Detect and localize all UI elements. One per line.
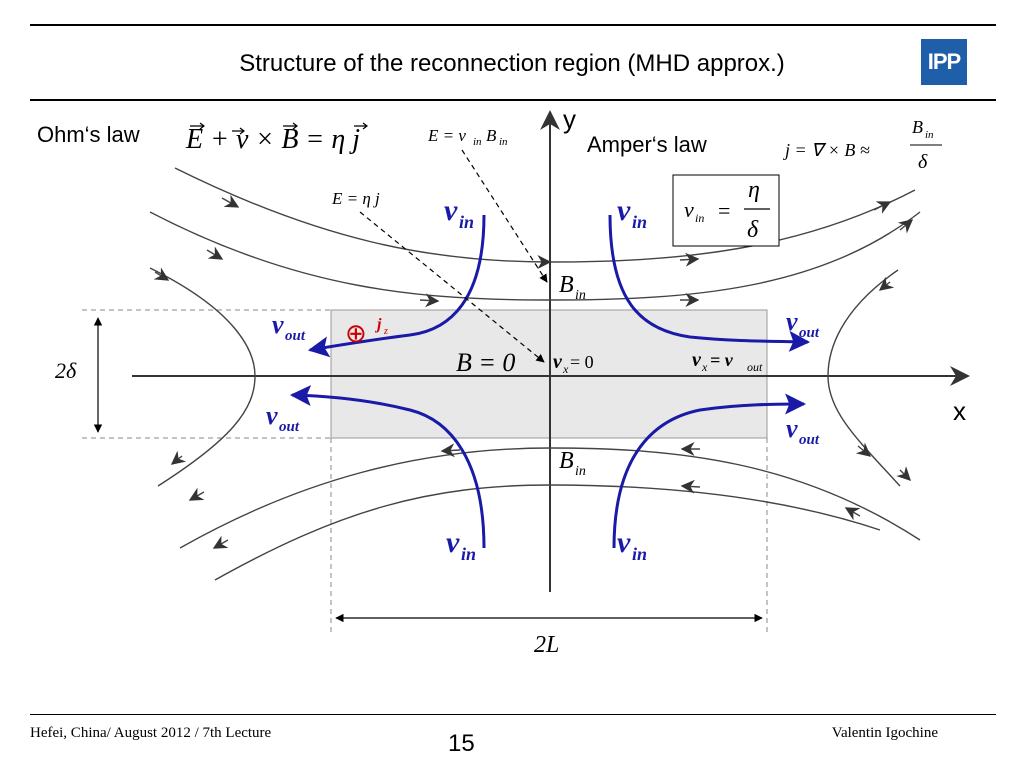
field-lines — [149, 167, 921, 581]
svg-text:=: = — [718, 198, 730, 223]
footer-author: Valentin Igochine — [831, 725, 938, 741]
svg-text:x: x — [701, 360, 708, 374]
current-jz-marker: ⊕ j z — [345, 316, 388, 348]
svg-text:j = ∇ × B ≈: j = ∇ × B ≈ — [783, 140, 870, 160]
amper-law-label: Amper‘s law — [587, 132, 707, 157]
svg-text:B: B — [486, 126, 497, 145]
svg-text:out: out — [279, 419, 300, 435]
svg-text:v: v — [266, 401, 278, 430]
y-axis-label: y — [563, 104, 576, 134]
footer-venue: Hefei, China/ August 2012 / 7th Lecture — [30, 725, 272, 741]
svg-text:in: in — [461, 544, 476, 564]
vector-arrows — [190, 122, 368, 135]
svg-text:v: v — [444, 194, 458, 227]
two-L-label: 2L — [534, 632, 559, 658]
svg-text:v: v — [692, 349, 702, 371]
B-zero-label: B = 0 — [456, 348, 515, 377]
E-etaj-equation: E = η j — [331, 189, 380, 208]
vout-label-top-right: v out — [786, 307, 820, 341]
vin-label-top-left: v in — [444, 194, 474, 232]
svg-text:j: j — [374, 316, 382, 333]
svg-text:out: out — [285, 328, 306, 344]
svg-text:δ: δ — [918, 151, 928, 173]
svg-text:= v: = v — [710, 350, 734, 370]
svg-text:in: in — [632, 212, 647, 232]
dimension-guides — [82, 309, 768, 632]
top-rule — [30, 24, 996, 26]
pointer-E-vinBin — [461, 149, 548, 283]
svg-text:B: B — [912, 117, 923, 137]
svg-text:out: out — [747, 360, 763, 374]
plasma-flows — [289, 214, 811, 549]
current-out-of-plane-icon: ⊕ — [345, 318, 367, 348]
ohm-law-equation: E + v × B = η j — [185, 124, 360, 155]
svg-text:E = v: E = v — [427, 126, 466, 145]
svg-text:= 0: = 0 — [570, 352, 594, 372]
slide-title: Structure of the reconnection region (MH… — [239, 50, 785, 77]
amper-law-equation: j = ∇ × B ≈ B in δ — [783, 117, 942, 173]
E-vinBin-equation: E = v in B in — [427, 126, 508, 148]
svg-text:η: η — [748, 177, 760, 203]
field-direction-arrows — [153, 194, 914, 549]
vin-label-bottom-left: v in — [446, 526, 476, 564]
svg-text:in: in — [632, 544, 647, 564]
svg-text:B: B — [559, 448, 574, 474]
svg-text:in: in — [459, 212, 474, 232]
svg-text:δ: δ — [747, 217, 759, 243]
title-underline — [30, 99, 996, 101]
svg-text:B: B — [559, 272, 574, 298]
svg-text:in: in — [499, 136, 508, 148]
vout-label-bottom-right: v out — [786, 414, 820, 448]
page-number: 15 — [448, 730, 475, 757]
vx-vout-label: v x = v out — [692, 349, 763, 374]
vin-result-equation: v in = η δ — [684, 177, 770, 243]
svg-text:in: in — [925, 129, 934, 141]
svg-text:v: v — [446, 526, 460, 559]
pointer-E-etaj — [359, 211, 545, 363]
footer-rule — [30, 714, 996, 715]
ohm-law-label: Ohm‘s law — [37, 122, 140, 147]
x-axis-label: x — [953, 396, 966, 426]
vin-label-bottom-right: v in — [617, 526, 647, 564]
svg-text:in: in — [695, 211, 704, 225]
ipp-logo: IPP — [921, 39, 967, 85]
svg-text:v: v — [617, 194, 631, 227]
svg-text:in: in — [473, 136, 482, 148]
vout-label-bottom-left: v out — [266, 401, 300, 435]
svg-text:v: v — [617, 526, 631, 559]
svg-text:out: out — [799, 432, 820, 448]
vin-label-top-right: v in — [617, 194, 647, 232]
Bin-label-top: B in — [559, 272, 586, 303]
vx-zero-label: v x = 0 — [553, 351, 594, 376]
svg-text:v: v — [272, 310, 284, 339]
Bin-label-bottom: B in — [559, 448, 586, 479]
svg-text:out: out — [799, 325, 820, 341]
svg-text:z: z — [383, 326, 388, 337]
svg-text:v: v — [684, 197, 694, 222]
two-delta-label: 2δ — [55, 358, 77, 383]
vout-label-top-left: v out — [272, 310, 306, 344]
svg-text:v: v — [786, 307, 798, 336]
svg-text:in: in — [575, 464, 586, 479]
svg-text:v: v — [553, 351, 563, 373]
svg-text:x: x — [562, 362, 569, 376]
svg-text:in: in — [575, 288, 586, 303]
svg-text:v: v — [786, 414, 798, 443]
vin-result-box — [672, 174, 780, 247]
